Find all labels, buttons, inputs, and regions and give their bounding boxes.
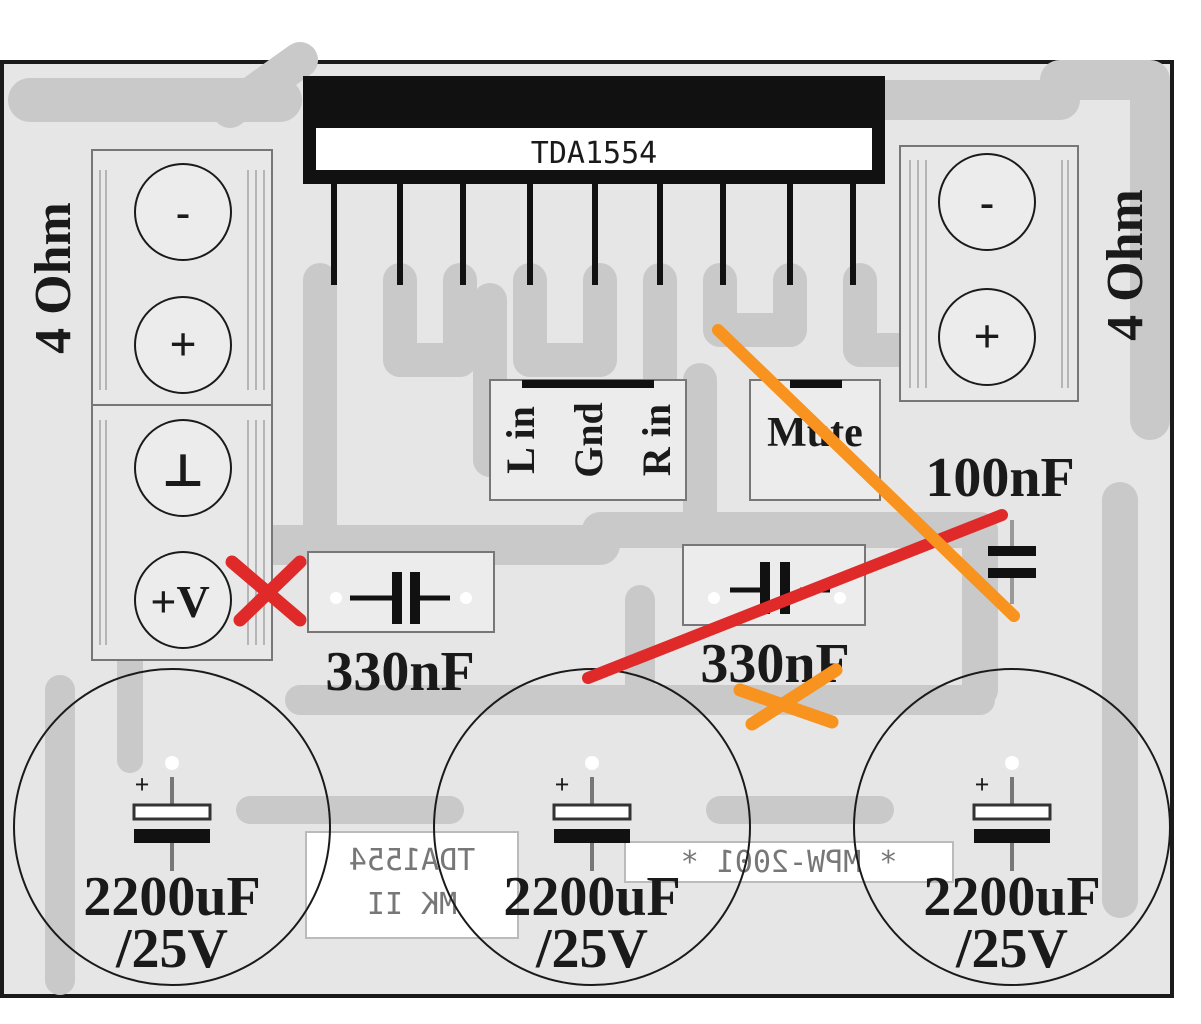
elko-outline: [13, 668, 331, 986]
ground-symbol: ⊥: [161, 445, 205, 496]
silkscreen-rev-mirrored: MK II: [367, 887, 457, 922]
left-speaker-minus-label: -: [176, 190, 190, 236]
elko-voltage-label: /25V: [535, 918, 648, 980]
left-speaker-plus-pad: [134, 296, 232, 394]
right-speaker-impedance: 4 Ohm: [1097, 189, 1154, 341]
silkscreen-author-mirrored: * MPW-2001 *: [681, 845, 898, 880]
cap-330n-left-label: 330nF: [325, 641, 474, 703]
mute-connector: Mute: [749, 379, 881, 501]
elko-value-label: 2200uF: [923, 866, 1100, 928]
elko-voltage-label: /25V: [955, 918, 1068, 980]
elko-positive-plate: [132, 803, 212, 821]
elko-value-label: 2200uF: [503, 866, 680, 928]
elko-outline: [433, 668, 751, 986]
left-speaker-ridges: [99, 170, 107, 390]
elko-positive-plate: [972, 803, 1052, 821]
silkscreen-part-mirrored: TDA1554: [349, 843, 475, 878]
elko-positive-plate: [552, 803, 632, 821]
power-terminal-ridges: [99, 420, 107, 645]
chip-label-window: [316, 128, 872, 170]
elko-voltage-label: /25V: [115, 918, 228, 980]
ground-pad: [134, 419, 232, 517]
right-speaker-minus-pad: [938, 153, 1036, 251]
input-connector-housing: [489, 379, 687, 501]
input-connector: L in Gnd R in: [489, 379, 687, 501]
elko-polarity-mark: +: [975, 770, 990, 799]
elko-polarity-mark: +: [555, 770, 570, 799]
right-speaker-ridges: [909, 160, 927, 388]
left-speaker-plus-label: +: [169, 318, 196, 371]
elko-value-label: 2200uF: [83, 866, 260, 928]
elko-negative-plate: [974, 829, 1050, 843]
mirrored-silkscreen: TDA1554 MK II * MPW-2001 *: [305, 831, 954, 939]
elko-pad: [165, 756, 179, 770]
red-cross-mark: [225, 555, 307, 627]
input-left-label: L in: [498, 406, 543, 474]
right-speaker-plus-label: +: [973, 310, 1000, 363]
chip-label: TDA1554: [531, 136, 657, 171]
input-connector-bar: [522, 380, 654, 388]
tda1554-chip: TDA1554: [303, 76, 885, 285]
cap-330n-right-plate-b: [780, 562, 790, 614]
silkscreen-box-right: [624, 841, 954, 883]
cap-330n-left-pad-a: [330, 592, 342, 604]
silkscreen-box-left: [305, 831, 519, 939]
left-speaker-minus-pad: [134, 163, 232, 261]
capacitor-100n: 100nF: [925, 447, 1075, 604]
cap-100n-plate-b: [988, 568, 1036, 578]
elko-pad: [1005, 756, 1019, 770]
elko-outline: [853, 668, 1171, 986]
right-speaker-plus-pad: [938, 288, 1036, 386]
left-speaker-terminal: - + 4 Ohm: [25, 149, 273, 406]
elko-negative-plate: [134, 829, 210, 843]
cap-330n-right-pad-b: [834, 592, 846, 604]
orange-cross-mark: [733, 663, 843, 731]
capacitor-330n-left: 330nF: [307, 551, 495, 703]
cap-100n-label: 100nF: [925, 447, 1074, 509]
cap-330n-right-plate-a: [760, 562, 770, 614]
electrolytic-capacitors: +2200uF/25V +2200uF/25V +2200uF/25V: [13, 668, 1171, 986]
orange-strike-line: [712, 324, 1020, 622]
mute-connector-bar: [790, 380, 842, 388]
elko-negative-plate: [554, 829, 630, 843]
supply-pad: [134, 551, 232, 649]
cap-330n-right-body: [682, 544, 866, 626]
cap-100n-plate-a: [988, 546, 1036, 556]
cap-330n-right-label: 330nF: [700, 633, 849, 695]
left-speaker-ridges-right: [247, 170, 265, 390]
input-right-label: R in: [634, 404, 679, 476]
mute-connector-housing: [749, 379, 881, 501]
right-speaker-minus-label: -: [980, 180, 994, 226]
right-speaker-terminal: - + 4 Ohm: [899, 145, 1154, 402]
chip-pins: [331, 184, 856, 285]
input-ground-label: Gnd: [566, 402, 611, 478]
supply-label: +V: [150, 576, 209, 627]
cap-330n-left-plate-a: [392, 572, 402, 624]
cap-330n-left-pad-b: [460, 592, 472, 604]
cap-330n-left-plate-b: [410, 572, 420, 624]
right-speaker-ridges-right: [1061, 160, 1069, 388]
annotation-marks: [225, 324, 1020, 731]
elko-pad: [585, 756, 599, 770]
cap-330n-right-pad-a: [708, 592, 720, 604]
left-speaker-impedance: 4 Ohm: [25, 202, 82, 354]
elko-polarity-mark: +: [135, 770, 150, 799]
